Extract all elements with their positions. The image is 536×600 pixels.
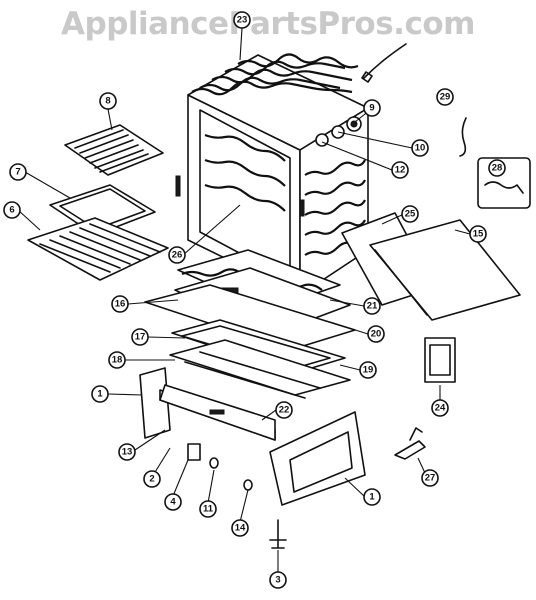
broil-pan-insert xyxy=(64,124,164,176)
power-cord xyxy=(459,117,467,157)
callout-label: 22 xyxy=(279,405,290,416)
callout-23: 23 xyxy=(233,11,251,29)
callout-label: 14 xyxy=(235,523,246,534)
callout-22: 22 xyxy=(275,401,293,419)
callout-10: 10 xyxy=(411,139,429,157)
wire-harness xyxy=(361,43,407,83)
callout-1-right: 1 xyxy=(363,488,381,506)
callout-label: 28 xyxy=(492,163,503,174)
callout-17: 17 xyxy=(131,328,149,346)
callout-label: 13 xyxy=(122,447,133,458)
callout-29: 29 xyxy=(436,88,454,106)
drawer-front xyxy=(269,411,366,506)
drawer-handle-bracket xyxy=(424,337,456,383)
callout-label: 3 xyxy=(275,575,280,586)
callout-label: 20 xyxy=(371,329,382,340)
callout-label: 15 xyxy=(473,229,484,240)
callout-label: 12 xyxy=(395,165,406,176)
callout-label: 8 xyxy=(105,96,110,107)
side-rail xyxy=(139,367,171,439)
callout-25: 25 xyxy=(401,205,419,223)
callout-28: 28 xyxy=(488,159,506,177)
callout-label: 2 xyxy=(149,474,154,485)
callout-label: 24 xyxy=(435,403,446,414)
callout-19: 19 xyxy=(359,361,377,379)
callout-label: 27 xyxy=(425,473,436,484)
callout-label: 11 xyxy=(203,504,214,515)
callout-label: 19 xyxy=(363,365,374,376)
callout-label: 7 xyxy=(15,167,20,178)
callout-7: 7 xyxy=(9,163,27,181)
callout-21: 21 xyxy=(363,297,381,315)
callout-20: 20 xyxy=(367,325,385,343)
callout-label: 18 xyxy=(112,355,123,366)
callout-label: 29 xyxy=(440,92,451,103)
callout-27: 27 xyxy=(421,469,439,487)
callout-6: 6 xyxy=(3,201,21,219)
callout-label: 1 xyxy=(97,389,103,400)
callout-3: 3 xyxy=(269,571,287,589)
callout-24: 24 xyxy=(431,399,449,417)
callout-16: 16 xyxy=(111,295,129,313)
callout-label: 26 xyxy=(172,250,183,261)
callout-label: 25 xyxy=(405,209,416,220)
callout-label: 1 xyxy=(369,492,375,503)
callout-2: 2 xyxy=(143,470,161,488)
kickplate xyxy=(159,384,276,441)
callout-14: 14 xyxy=(231,519,249,537)
callout-9: 9 xyxy=(363,99,381,117)
callout-label: 4 xyxy=(170,497,176,508)
callout-8: 8 xyxy=(99,92,117,110)
callout-label: 10 xyxy=(415,143,426,154)
callout-label: 17 xyxy=(135,332,146,343)
callout-label: 6 xyxy=(9,205,14,216)
hinge-bracket xyxy=(394,427,426,460)
callout-12: 12 xyxy=(391,161,409,179)
callout-label: 23 xyxy=(237,15,248,26)
callout-13: 13 xyxy=(118,443,136,461)
broiler-drawer xyxy=(169,339,351,399)
callout-4: 4 xyxy=(164,493,182,511)
callout-15: 15 xyxy=(469,225,487,243)
watermark: AppliancePartsPros.com xyxy=(61,6,475,42)
callout-label: 21 xyxy=(367,301,378,312)
small-hardware xyxy=(187,443,287,549)
callout-18: 18 xyxy=(108,351,126,369)
callout-11: 11 xyxy=(199,500,217,518)
oven-rack xyxy=(27,217,169,281)
callout-26: 26 xyxy=(168,246,186,264)
callout-label: 16 xyxy=(115,299,126,310)
back-guard xyxy=(369,219,521,321)
callout-1-left: 1 xyxy=(91,385,109,403)
callout-label: 9 xyxy=(369,103,374,114)
leader-lines xyxy=(17,27,471,572)
